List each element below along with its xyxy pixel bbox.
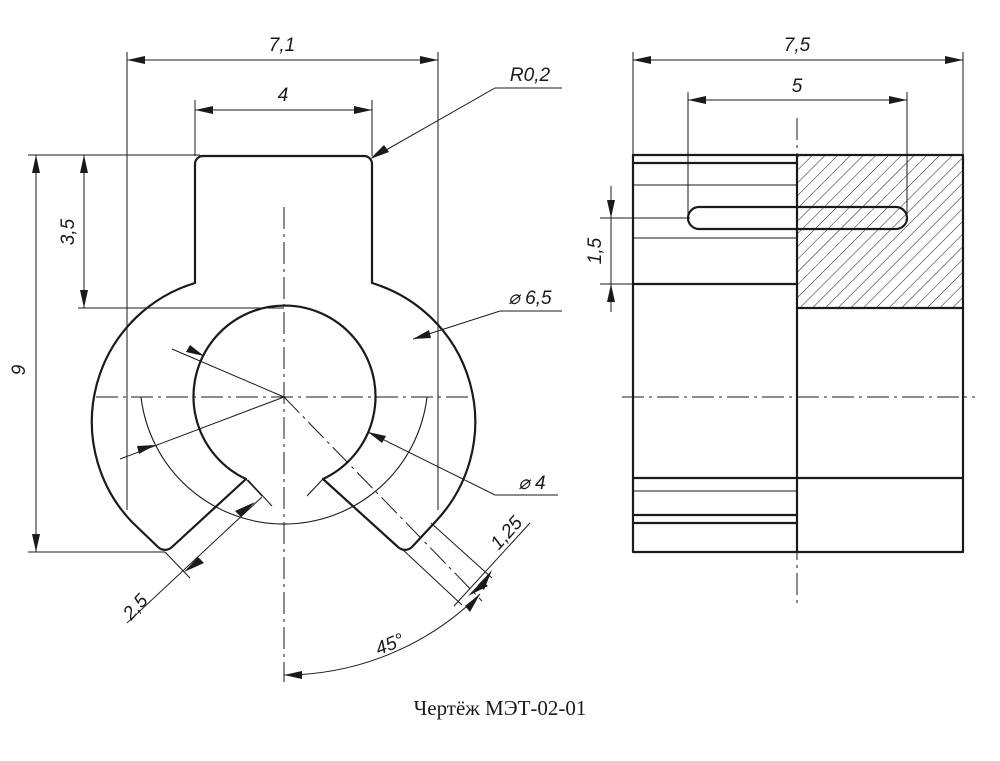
ext-line: [400, 547, 463, 606]
dim-line-inner-diameter: [367, 431, 558, 496]
slot-left-inner-edge: [245, 478, 263, 497]
arrow: [32, 155, 40, 173]
arrow: [80, 155, 88, 173]
ext-line: [247, 479, 273, 507]
dim-slot-length: 5: [792, 76, 803, 97]
arrow: [370, 145, 389, 159]
arrow: [465, 594, 480, 612]
dim-line-angle: [283, 593, 481, 676]
dim-slot-offset: 1,5: [585, 237, 606, 264]
ext-line: [430, 522, 493, 579]
arrow: [137, 445, 155, 454]
arrow: [413, 330, 431, 339]
dim-line-outer-diameter: [412, 310, 562, 340]
dim-line-slot-width: [453, 522, 531, 607]
arrow: [468, 581, 488, 596]
dim-line-radius-leader: [371, 87, 562, 159]
arrow: [633, 56, 651, 64]
dim-side-width: 7,5: [784, 35, 811, 56]
arrow: [284, 671, 302, 679]
arrow: [195, 106, 213, 114]
dim-neck-height: 3,5: [58, 218, 79, 245]
ext-line: [164, 551, 191, 579]
arrow: [607, 200, 615, 218]
dim-angle: 45°: [373, 630, 408, 660]
side-view: 7,5 5 1,5: [585, 35, 975, 605]
arrow: [368, 432, 386, 443]
diameter-leader-line: [171, 348, 285, 398]
arrow: [32, 534, 40, 552]
arrow: [607, 284, 615, 302]
arrow: [354, 106, 372, 114]
arrow: [945, 56, 963, 64]
arrow: [186, 345, 204, 356]
diagonal-centerline: [283, 396, 483, 602]
arrow: [235, 502, 255, 517]
dim-corner-radius: R0,2: [510, 65, 551, 86]
arrow: [80, 290, 88, 308]
dim-inner-diameter: ⌀ 4: [518, 473, 545, 494]
dim-height-total: 9: [9, 364, 30, 375]
arrow: [420, 56, 438, 64]
arrow: [889, 96, 907, 104]
slot-right-inner-edge: [306, 478, 324, 497]
section-hatch: [797, 155, 963, 308]
arrow: [184, 557, 204, 572]
front-view: 7,1 4 R0,2 9 3,5 ⌀ 6,5 ⌀ 4: [9, 35, 562, 682]
front-outer-contour: [90, 154, 477, 551]
drawing-caption: Чертёж МЭТ-02-01: [413, 696, 587, 720]
arrow: [688, 96, 706, 104]
dim-line-leg-width: [126, 496, 263, 624]
dim-neck-width: 4: [278, 85, 289, 106]
dim-leg-width: 2,5: [119, 590, 153, 625]
dim-outer-diameter: ⌀ 6,5: [508, 288, 552, 309]
arrow: [127, 56, 145, 64]
dim-width-total: 7,1: [269, 35, 295, 56]
